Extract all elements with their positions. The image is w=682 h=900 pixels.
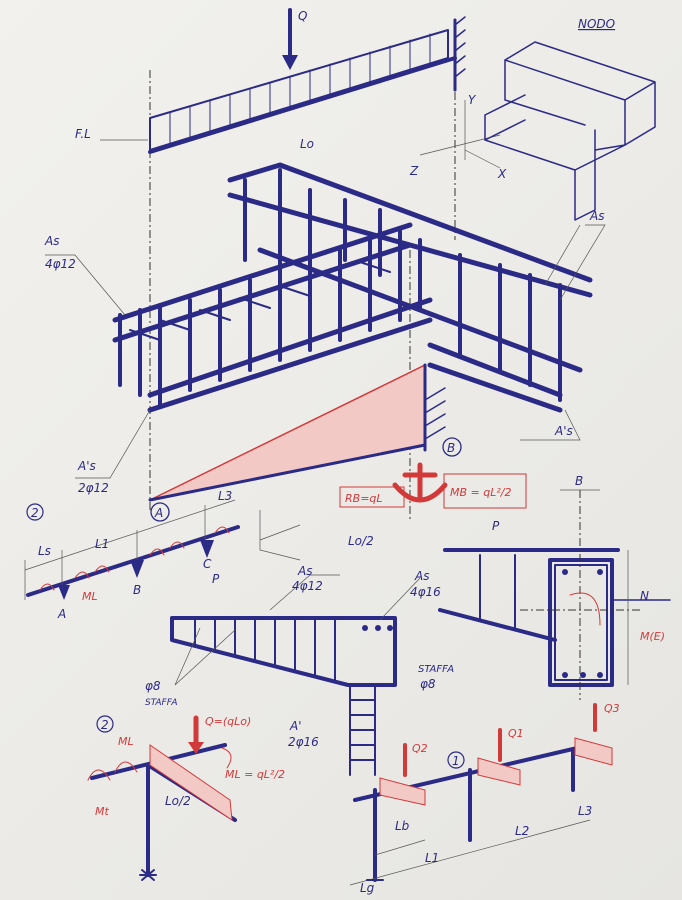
axis-x-label: X — [497, 167, 507, 181]
case-2-label: 2 — [31, 506, 39, 520]
case-1-label: 1 — [452, 754, 460, 768]
moment-mb-label: MB = qL²/2 — [450, 486, 511, 499]
rebar-cage — [112, 162, 593, 413]
stirrup2-label: STAFFA — [418, 664, 454, 675]
l1-bottom-label: L1 — [425, 851, 439, 865]
as-mid-label: As — [297, 564, 312, 578]
support-c-label: C — [203, 557, 212, 571]
spacing-p-label: P — [212, 572, 220, 586]
moment-anchor-icon — [392, 462, 448, 503]
q1-label: Q1 — [508, 727, 524, 740]
a-prime-bars: 2φ16 — [288, 735, 319, 749]
column-section — [438, 489, 671, 700]
support-b-label: B — [133, 583, 141, 597]
reaction-box — [339, 486, 405, 508]
ml2-label: ML = qL²/2 — [225, 768, 285, 781]
case-2b-label: 2 — [101, 718, 109, 732]
lo-half2-label: Lo/2 — [165, 794, 191, 808]
continuous-beam — [24, 499, 301, 600]
cantilever-section — [170, 574, 421, 776]
as-bottom-left-bars: 2φ12 — [78, 481, 109, 495]
l3-span-label: L3 — [218, 489, 232, 503]
fixed-load-label: F.L — [75, 127, 91, 141]
as-mid2-label: As — [414, 569, 429, 583]
as-mid-bars: 4φ12 — [292, 579, 323, 593]
as-top-left-bars: 4φ12 — [45, 257, 76, 271]
node-a-label: A — [154, 506, 163, 520]
l2-label: L2 — [515, 824, 529, 838]
lo-half-label: Lo/2 — [348, 534, 374, 548]
q3-label: Q3 — [604, 702, 620, 715]
q2-label: Q2 — [412, 742, 428, 755]
lb-label: Lb — [395, 819, 410, 833]
span-lo-label: Lo — [300, 137, 314, 151]
axis-z-label: Z — [409, 164, 419, 178]
section-b-label: B — [575, 474, 583, 488]
as-bottom-right-label: A's — [554, 424, 573, 438]
load-q-label: Q — [298, 9, 307, 23]
stirrup-diameter-label: φ8 — [145, 679, 161, 693]
nodo-title: NODO — [578, 17, 615, 31]
mt-label: Mt — [95, 805, 109, 818]
as-mid2-bars: 4φ16 — [410, 585, 441, 599]
ml-label: ML — [82, 590, 98, 603]
moment-box — [443, 473, 527, 509]
moment-me-label: M(E) — [640, 630, 665, 643]
ls-span-label: Ls — [38, 544, 51, 558]
as-bottom-left-label: A's — [77, 459, 96, 473]
as-top-left-label: As — [44, 234, 59, 248]
axis-y-label: Y — [468, 93, 477, 107]
node-b-label: B — [447, 441, 455, 455]
ml-left-label: ML — [118, 735, 134, 748]
reaction-rb-label: RB=qL — [345, 492, 383, 505]
l1-span-label: L1 — [95, 537, 109, 551]
l3-label: L3 — [578, 804, 592, 818]
support-a-label: A — [57, 607, 66, 621]
a-prime-label: A' — [289, 719, 302, 733]
lg-label: Lg — [360, 881, 375, 895]
stirrup-label: STAFFA — [145, 698, 178, 708]
q-load-label: Q=(qLo) — [205, 715, 251, 728]
moment-diagram — [148, 363, 446, 502]
cantilever-beam-top — [100, 8, 466, 154]
axial-n-label: N — [640, 589, 649, 603]
stirrup2-diameter: φ8 — [420, 677, 436, 691]
node-3d-sketch — [484, 41, 656, 221]
spacing-p2-label: P — [492, 519, 500, 533]
frame-case-1 — [349, 703, 613, 886]
frame-case-2 — [87, 715, 237, 881]
axes-icon — [419, 100, 501, 169]
as-right-label: As — [589, 209, 604, 223]
